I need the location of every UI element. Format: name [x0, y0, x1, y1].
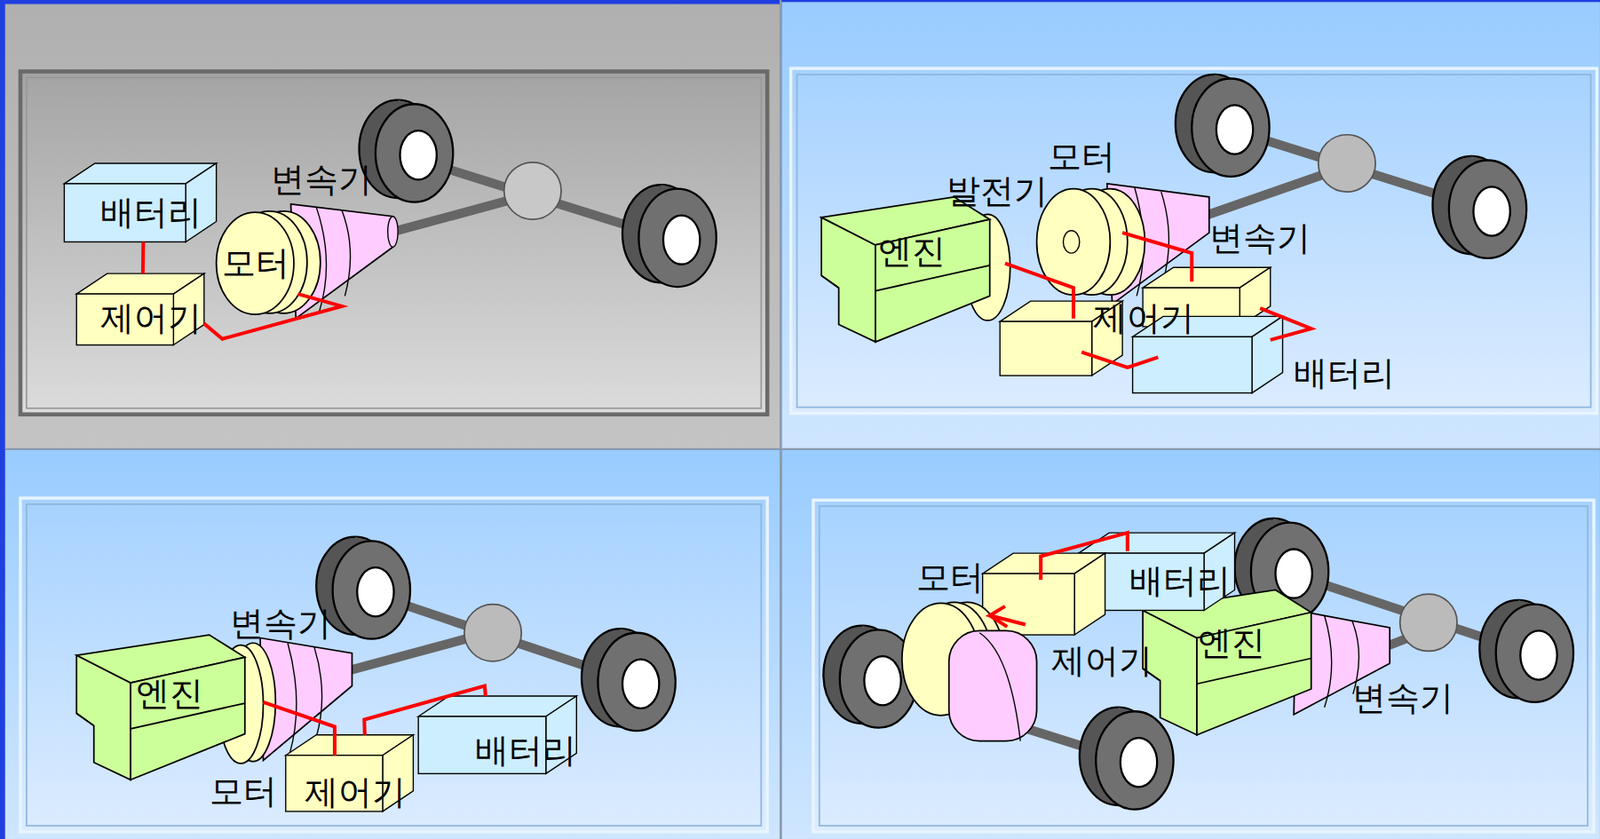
part-name: 배터리 — [100, 194, 202, 232]
series-hybrid — [821, 74, 1527, 394]
part-name: 엔진 — [135, 675, 204, 713]
part-label: 변속기 — [229, 605, 332, 643]
motor-cylinder: 모터 — [213, 212, 298, 315]
battery-box: 배터리 — [63, 163, 216, 243]
part-name: 엔진 — [878, 233, 946, 271]
part-name: 모터 — [221, 245, 290, 283]
part-label: 제어기 — [1051, 642, 1153, 681]
through-road-hybrid — [823, 518, 1574, 810]
controller-box: 제어기 — [76, 273, 205, 345]
wire — [204, 293, 342, 340]
wire — [990, 532, 1128, 627]
parallel-hybrid — [76, 537, 676, 812]
part-name: 배터리 — [1129, 562, 1231, 601]
part-label: 모터 — [209, 773, 278, 811]
wire — [141, 242, 146, 275]
part-label: 변속기 — [270, 161, 373, 199]
part-name: 제어기 — [304, 774, 406, 812]
part-label: 변속기 — [1209, 220, 1311, 258]
wire — [364, 686, 486, 736]
part-name: 엔진 — [1197, 625, 1266, 663]
part-label: 배터리 — [1293, 355, 1395, 393]
engine-block: 엔진 — [1142, 589, 1312, 735]
part-label: 변속기 — [1352, 680, 1454, 718]
engine-block: 엔진 — [76, 634, 250, 781]
part-name: 배터리 — [475, 732, 577, 770]
wire — [262, 702, 334, 756]
engine-block: 엔진 — [821, 197, 991, 342]
ev-drivetrain — [63, 100, 716, 346]
part-name: 제어기 — [1093, 300, 1195, 338]
controller-box: 제어기 — [999, 298, 1199, 376]
part-name: 제어기 — [100, 300, 202, 338]
part-label: 모터 — [1047, 138, 1116, 176]
battery-box: 배터리 — [418, 696, 579, 774]
controller-box: 제어기 — [285, 735, 414, 815]
part-label: 발전기 — [946, 173, 1048, 211]
part-label: 모터 — [916, 559, 984, 597]
battery-box: 배터리 — [1078, 532, 1236, 610]
